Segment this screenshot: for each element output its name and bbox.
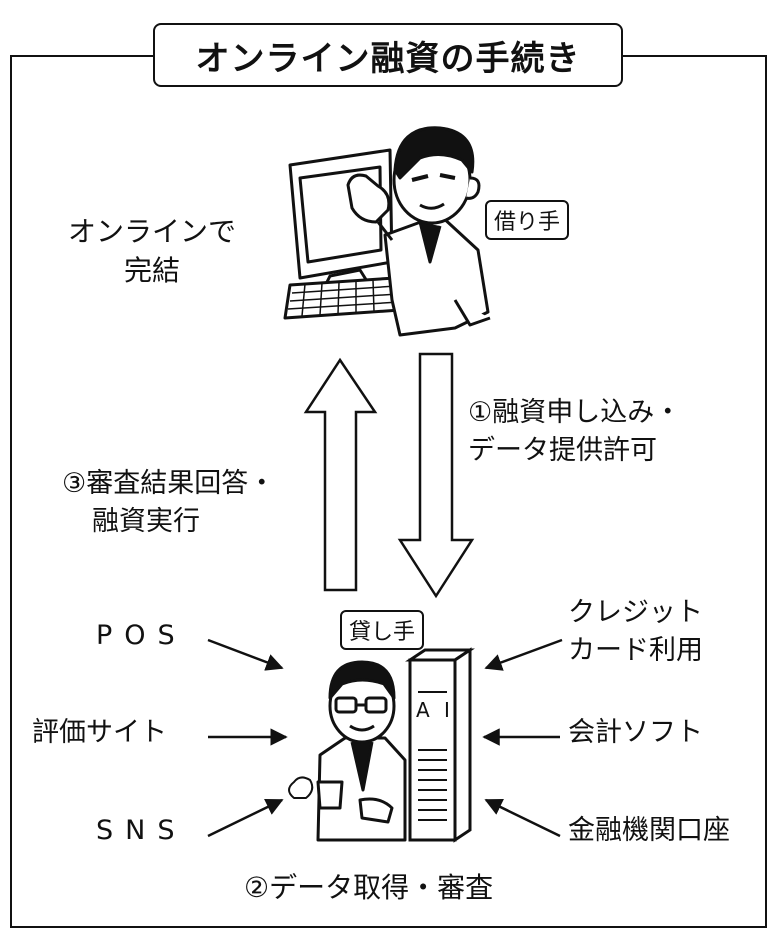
- step1-label: ①融資申し込み・ データ提供許可: [468, 397, 682, 466]
- up-arrow: [303, 357, 378, 592]
- arrow-credit-card: [484, 638, 563, 671]
- source-review-site: 評価サイト: [32, 717, 167, 748]
- lender-tag: 貸し手: [340, 610, 424, 650]
- arrow-bank-account: [484, 798, 561, 838]
- step3-label: ③審査結果回答・ 融資実行: [62, 468, 276, 537]
- step2-label: ②データ取得・審査: [244, 871, 494, 904]
- server-label: A I: [416, 698, 454, 722]
- source-pos: POS: [96, 620, 187, 651]
- borrower-computer-illustration: [283, 126, 491, 337]
- arrow-pos: [207, 638, 284, 671]
- source-sns: SNS: [96, 815, 187, 846]
- diagram-title: オンライン融資の手続き: [153, 23, 623, 87]
- source-accounting: 会計ソフト: [568, 717, 703, 748]
- arrow-sns: [207, 798, 284, 838]
- lender-illustration: [288, 660, 407, 842]
- online-note: オンラインで 完結: [68, 215, 237, 288]
- source-credit-card: クレジット カード利用: [568, 597, 703, 666]
- down-arrow: [397, 352, 475, 599]
- borrower-tag: 借り手: [485, 200, 569, 240]
- source-bank-account: 金融機関口座: [568, 815, 730, 846]
- ai-server-icon: [405, 647, 475, 843]
